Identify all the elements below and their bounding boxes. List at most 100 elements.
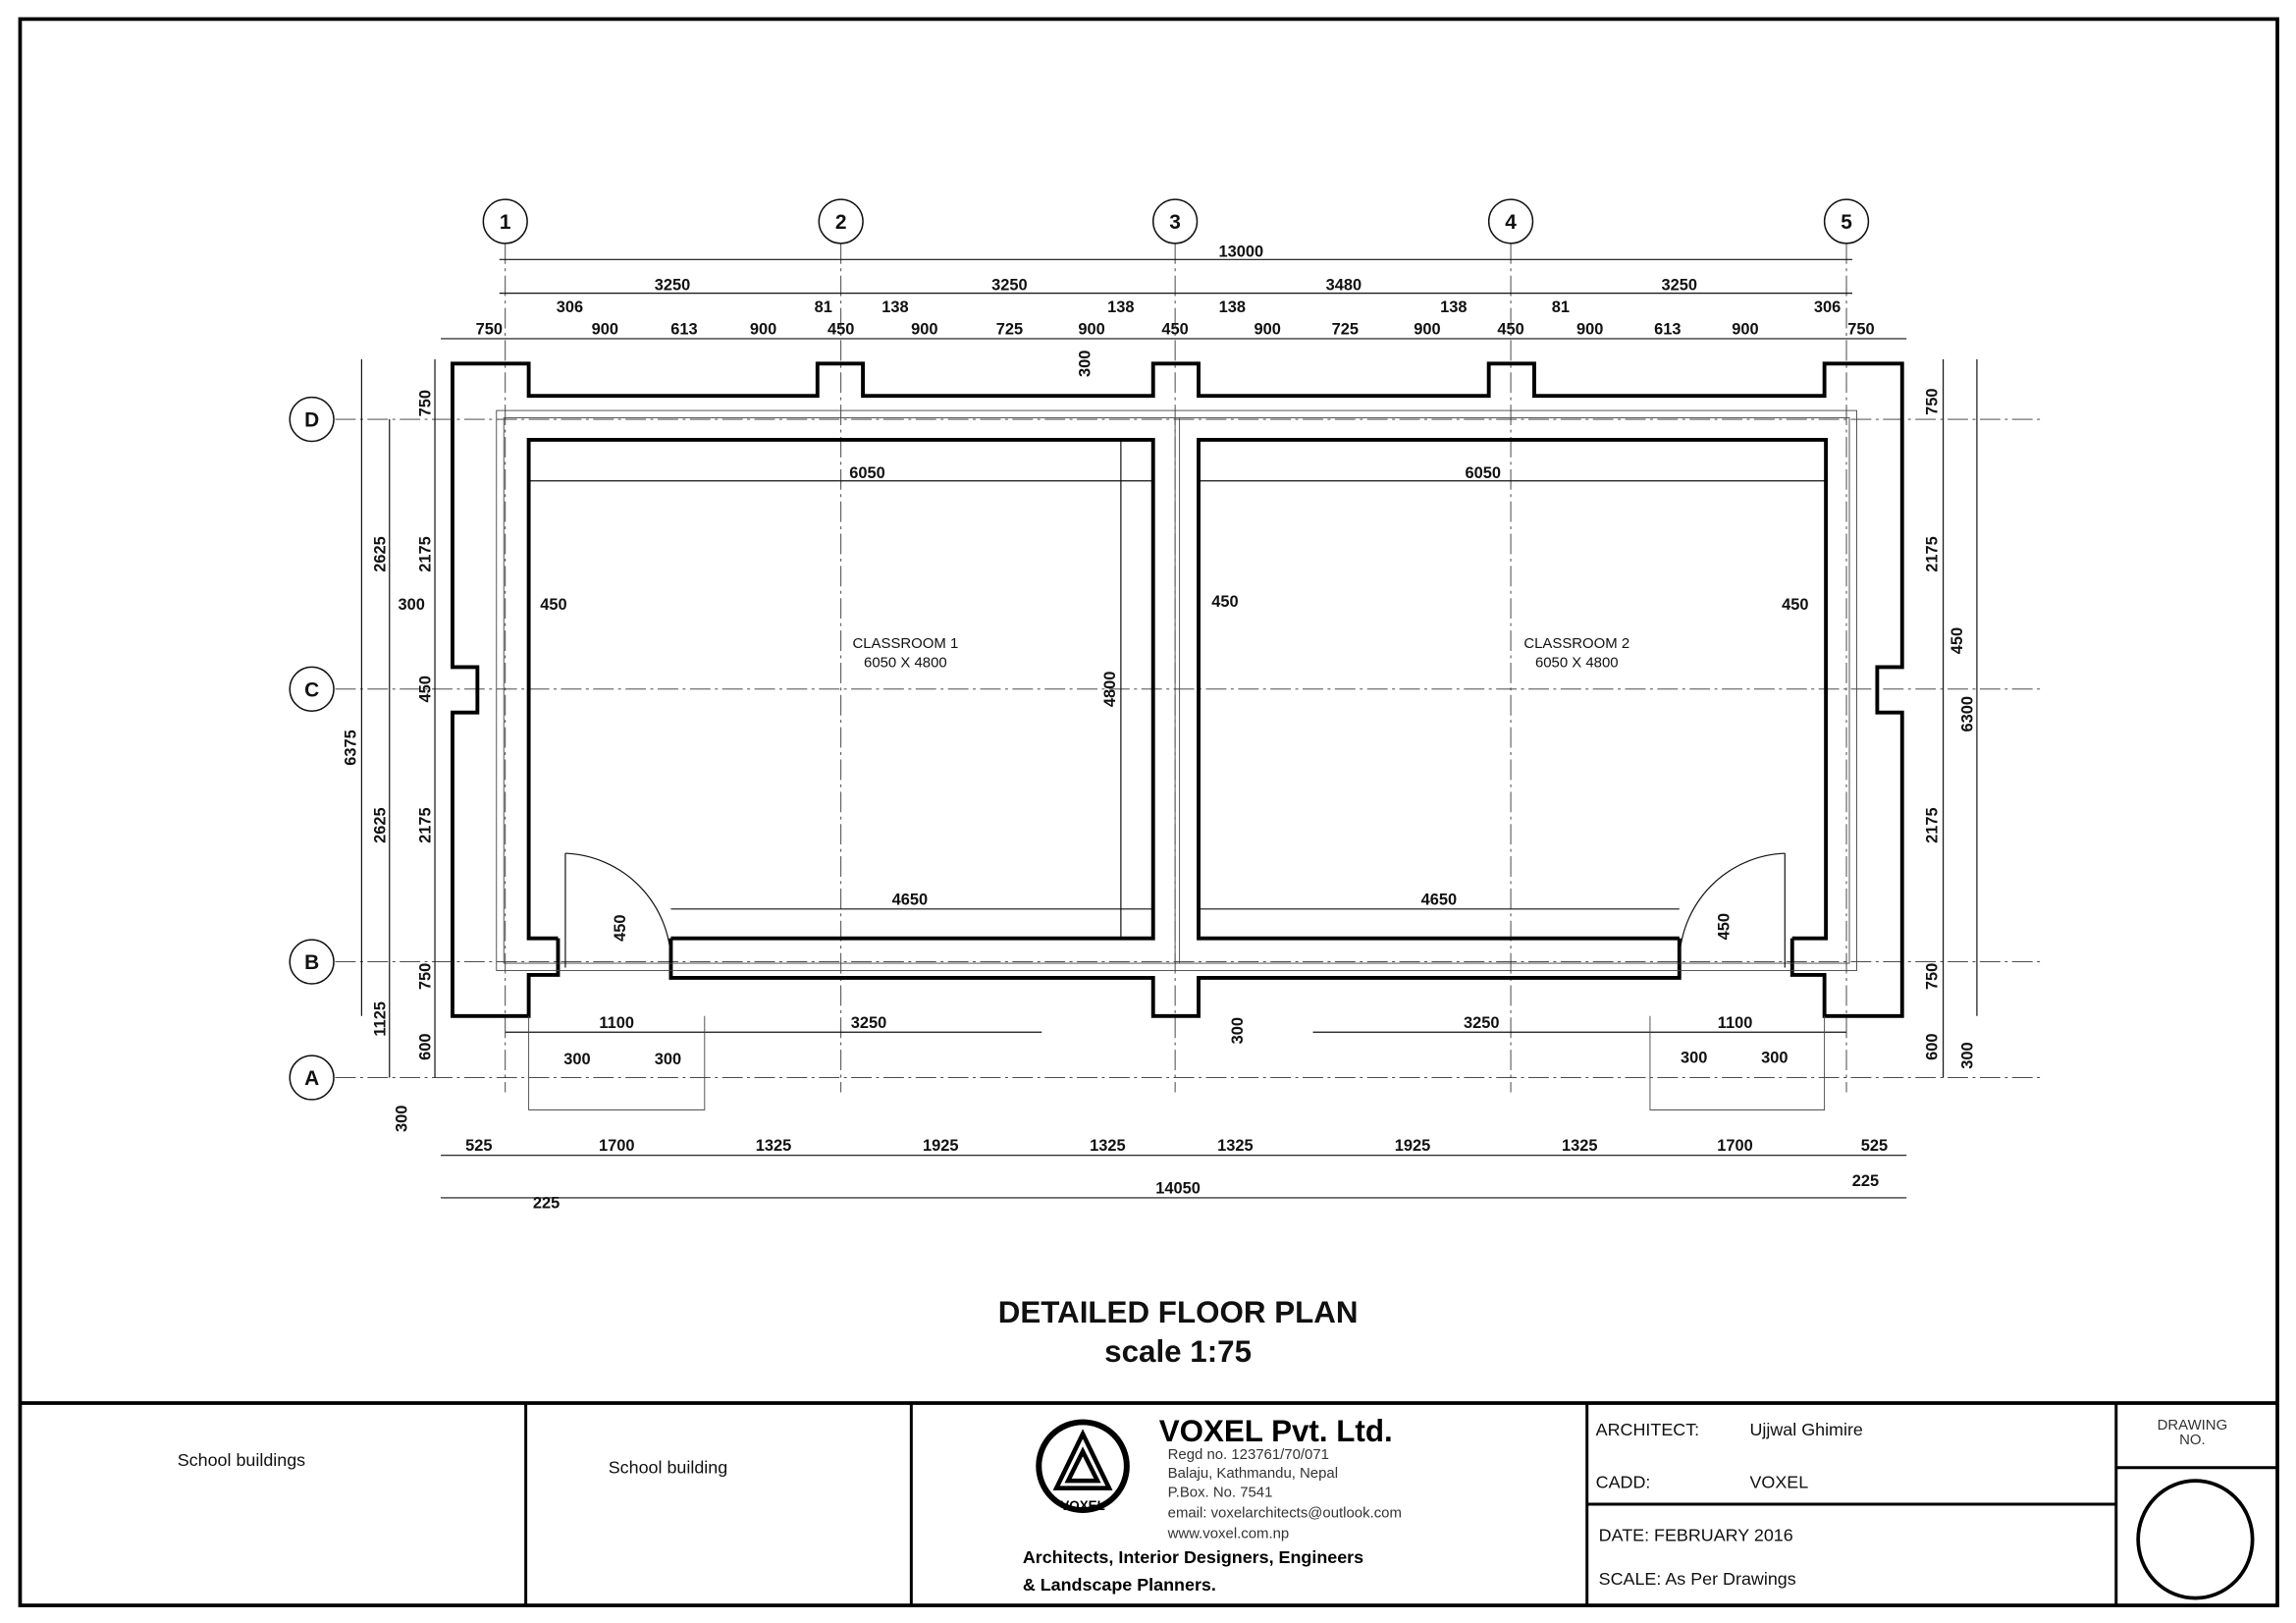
room-size-classroom-1: 6050 X 4800	[864, 654, 947, 671]
grid-bubble-1: 1	[482, 198, 528, 244]
dimension-label: 613	[1654, 320, 1681, 338]
svg-text:VOXEL: VOXEL	[1060, 1498, 1105, 1513]
dimension-label: 6375	[342, 730, 359, 765]
dimension-label: 81	[815, 298, 832, 316]
dimension-label: 1100	[599, 1014, 634, 1032]
sheet-name: School building	[609, 1458, 727, 1478]
exterior-walls	[451, 361, 1904, 1018]
grid-lines	[335, 243, 2044, 1093]
drawing-title: DETAILED FLOOR PLAN	[998, 1295, 1359, 1329]
door-classroom-1	[564, 852, 672, 968]
svg-text:5: 5	[1841, 211, 1852, 234]
dimension-label: 1325	[1090, 1137, 1126, 1155]
plinth-outline	[496, 409, 1857, 971]
dimension-label: 138	[1440, 298, 1467, 316]
dimension-label: 900	[1414, 320, 1440, 338]
sheet-border	[18, 17, 2279, 1607]
dimension-label: 450	[1497, 320, 1523, 338]
dimension-label: 525	[1861, 1137, 1888, 1155]
dimension-label: 306	[1814, 298, 1841, 316]
dimension-label: 450	[1161, 320, 1188, 338]
dimension-label: 450	[1949, 627, 1966, 654]
dimension-label: 450	[1716, 913, 1734, 940]
room-name-classroom-1: CLASSROOM 1	[852, 635, 958, 652]
grid-bubble-A: A	[289, 1055, 335, 1101]
dimension-label: 450	[1211, 593, 1238, 611]
dimension-label: 750	[1924, 963, 1942, 990]
dimension-label: 725	[996, 320, 1023, 338]
dimension-label: 306	[557, 298, 583, 316]
dimension-label: 600	[1924, 1033, 1942, 1059]
dimension-label: 450	[540, 596, 566, 614]
dimension-label: 13000	[1219, 243, 1264, 260]
dimension-label: 450	[417, 676, 435, 702]
architect-label: ARCHITECT:	[1596, 1420, 1699, 1439]
dimension-label: 900	[1255, 320, 1281, 338]
dimension-label: 300	[1958, 1042, 1976, 1068]
drawing-no-label: DRAWING	[2158, 1417, 2228, 1434]
dimension-label: 138	[1219, 298, 1246, 316]
dimension-label: 1325	[1217, 1137, 1254, 1155]
room-size-classroom-2: 6050 X 4800	[1535, 654, 1619, 671]
dimension-label: 300	[655, 1051, 681, 1068]
drawing-no-label-2: NO.	[2179, 1432, 2206, 1448]
cadd-name: VOXEL	[1749, 1473, 1808, 1492]
drawing-scale: scale 1:75	[1104, 1334, 1252, 1369]
cadd-label: CADD:	[1596, 1473, 1651, 1492]
dimension-label: 900	[911, 320, 937, 338]
dimension-label: 2175	[1924, 807, 1942, 842]
scale: SCALE: As Per Drawings	[1599, 1569, 1796, 1589]
classroom-2-walls	[1197, 438, 1829, 941]
dimension-label: 750	[476, 320, 503, 338]
room-name-classroom-2: CLASSROOM 2	[1523, 635, 1629, 652]
dimension-label: 900	[592, 320, 618, 338]
dimension-label: 600	[417, 1033, 435, 1059]
dimension-label: 1700	[1717, 1137, 1753, 1155]
dimension-label: 225	[1852, 1172, 1879, 1190]
dimension-label: 750	[417, 390, 435, 416]
dimension-label: 1700	[599, 1137, 635, 1155]
dimension-label: 750	[1847, 320, 1874, 338]
dimension-label: 4800	[1101, 672, 1119, 708]
steps-right	[1649, 1015, 1826, 1110]
dimension-label: 725	[1332, 320, 1359, 338]
dimension-label: 300	[398, 596, 424, 614]
dimension-label: 1925	[923, 1137, 959, 1155]
dimension-label: 138	[1107, 298, 1134, 316]
svg-text:3: 3	[1169, 211, 1181, 234]
dimension-label: 450	[1782, 596, 1808, 614]
dimension-label: 14050	[1155, 1179, 1201, 1197]
svg-text:B: B	[304, 951, 319, 974]
dimension-label: 3480	[1326, 277, 1362, 295]
grid-bubble-5: 5	[1823, 198, 1870, 244]
dimension-label: 4650	[1421, 891, 1458, 908]
dimension-label: 81	[1552, 298, 1570, 316]
dimension-label: 900	[1576, 320, 1603, 338]
dimension-label: 6050	[1465, 464, 1501, 482]
project-name: School buildings	[178, 1450, 305, 1470]
dimension-label: 300	[1681, 1050, 1707, 1067]
dimension-label: 4650	[892, 891, 929, 908]
dimension-label: 3250	[1662, 277, 1698, 295]
dimension-label: 225	[533, 1194, 560, 1212]
dimension-label: 1325	[756, 1137, 792, 1155]
dimension-label: 450	[612, 915, 629, 942]
dimension-label: 2175	[1924, 536, 1942, 572]
dimension-label: 6300	[1958, 696, 1976, 732]
dimension-label: 300	[563, 1051, 590, 1068]
dimension-label: 1125	[371, 1001, 389, 1037]
dimension-label: 300	[394, 1106, 411, 1132]
drawing-no-circle	[2136, 1479, 2255, 1600]
dimension-label: 750	[417, 963, 435, 990]
date: DATE: FEBRUARY 2016	[1599, 1525, 1793, 1544]
dimension-label: 2175	[417, 807, 435, 842]
dimension-label: 3250	[851, 1014, 887, 1032]
dimension-label: 525	[465, 1137, 492, 1155]
dimension-label: 900	[1078, 320, 1104, 338]
dimension-label: 3250	[1464, 1014, 1499, 1032]
title-block: School buildings School building VOXEL V…	[20, 1401, 2278, 1606]
door-classroom-2	[1679, 852, 1786, 968]
company-name: VOXEL Pvt. Ltd.	[1159, 1414, 1393, 1448]
company-email: email: voxelarchitects@outlook.com	[1168, 1504, 1402, 1521]
dimension-label: 1325	[1562, 1137, 1598, 1155]
